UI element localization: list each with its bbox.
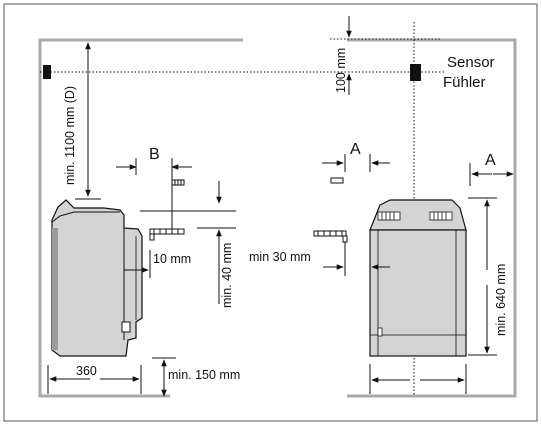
heater-front-view — [369, 199, 467, 357]
outer-frame — [3, 3, 538, 422]
svg-text:min. 1100 mm (D): min. 1100 mm (D) — [63, 86, 77, 185]
dim-a-middle: A — [322, 141, 390, 184]
bracket-symbol-4 — [313, 230, 348, 243]
dim-b: B — [116, 146, 192, 232]
dim-min-150mm: min. 150 mm — [152, 357, 240, 397]
bracket-symbol-3 — [330, 177, 344, 184]
dim-360: 360 — [47, 364, 142, 394]
fuehler-label: Fühler — [443, 74, 486, 91]
svg-text:min. 40 mm: min. 40 mm — [220, 243, 234, 308]
sensor-label: Sensor — [447, 54, 495, 71]
left-wall — [38, 38, 243, 398]
dim-100mm: 100 mm — [334, 16, 352, 95]
svg-text:min. 640 mm: min. 640 mm — [494, 264, 508, 336]
dim-10mm: 10 mm — [128, 250, 191, 278]
svg-text:min. 150 mm: min. 150 mm — [168, 368, 240, 382]
dim-min-30mm: min 30 mm — [249, 230, 390, 276]
right-wall — [347, 38, 517, 398]
svg-text:10 mm: 10 mm — [153, 252, 191, 266]
dim-min-40mm: min. 40 mm — [216, 229, 234, 308]
sauna-walls — [38, 38, 517, 398]
sensor-right-icon — [410, 64, 421, 81]
dim-a-right: A — [469, 152, 514, 186]
bracket-symbol-2 — [149, 228, 185, 241]
letter-a-middle: A — [350, 141, 361, 158]
heater-side-view — [51, 199, 143, 357]
svg-text:min 30 mm: min 30 mm — [249, 250, 311, 264]
dim-min-1100mm: min. 1100 mm (D) — [63, 42, 101, 200]
letter-a-right: A — [485, 152, 496, 169]
letter-b: B — [149, 146, 160, 163]
svg-text:100 mm: 100 mm — [334, 48, 348, 93]
bracket-symbol-1 — [171, 179, 185, 186]
svg-text:360: 360 — [76, 364, 97, 378]
sensor-left-icon — [43, 65, 51, 79]
dim-min-640mm: min. 640 mm — [468, 197, 508, 356]
dim-width-right — [369, 364, 467, 394]
top-clearance-ref — [140, 181, 236, 229]
